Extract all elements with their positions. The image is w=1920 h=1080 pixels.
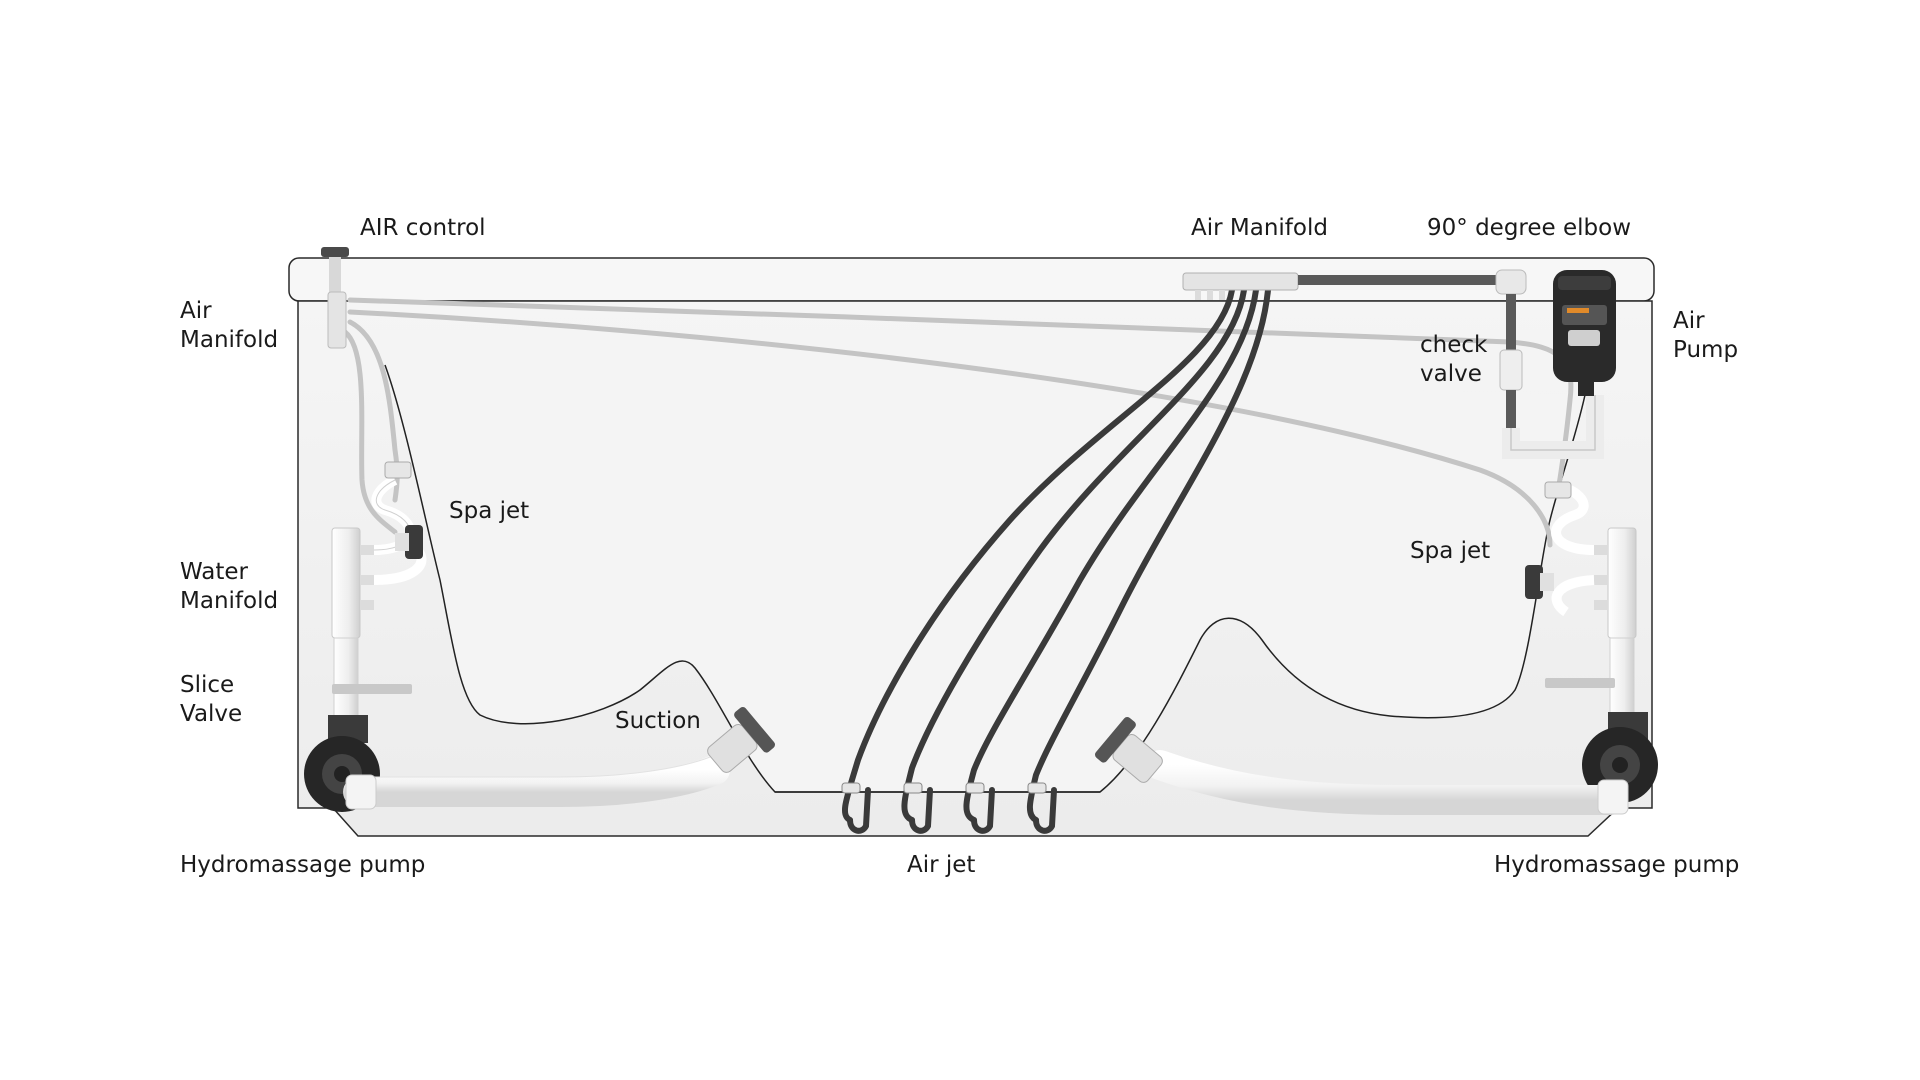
water-manifold-right-body: [1607, 527, 1637, 639]
slice-valve-left-icon: [332, 684, 412, 694]
air-jets: [841, 782, 1047, 794]
air-hose-jet-2: [901, 287, 1247, 823]
label-line: Water: [180, 559, 248, 585]
elbow-fitting: [1495, 269, 1527, 295]
water-pipe-vertical-right: [1609, 637, 1635, 719]
air-pump-icon: [1553, 270, 1616, 396]
air-jet-loop-1: [847, 787, 871, 834]
label-air-manifold-left: Air Manifold: [180, 297, 278, 355]
label-line: Air: [180, 298, 212, 324]
air-jet-icon: [841, 782, 861, 794]
air-control-knob: [321, 247, 349, 257]
air-hose-mid-long: [347, 309, 1553, 548]
air-jet-loop-3: [971, 787, 995, 834]
label-hydromassage-pump-right: Hydromassage pump: [1494, 852, 1740, 878]
suction-fitting-icon: [1095, 717, 1163, 783]
air-pipe-dark-vertical: [1506, 294, 1516, 354]
air-manifold-top-body: [1182, 272, 1299, 291]
air-pipe-dark-vertical-2: [1506, 390, 1516, 430]
label-hydromassage-pump-left: Hydromassage pump: [180, 852, 426, 878]
label-line: valve: [1420, 361, 1482, 387]
air-jet-icon: [1027, 782, 1047, 794]
label-line: Pump: [1673, 337, 1739, 363]
label-line: check: [1420, 332, 1488, 358]
label-elbow: 90° degree elbow: [1427, 215, 1632, 241]
slice-valve-right-icon: [1545, 678, 1615, 688]
air-manifold-left-body: [327, 291, 347, 349]
label-air-manifold-top: Air Manifold: [1191, 215, 1328, 241]
air-hoses-light: [342, 297, 1574, 548]
label-spa-jet-right: Spa jet: [1410, 538, 1491, 564]
air-manifold-top-port: [1207, 290, 1213, 300]
air-jet-loop-4: [1033, 787, 1057, 834]
label-slice-valve: Slice Valve: [180, 671, 242, 729]
label-line: Valve: [180, 701, 243, 727]
air-jet-icon: [903, 782, 923, 794]
air-hose-top-long: [347, 297, 1574, 493]
air-jet-icon: [965, 782, 985, 794]
check-valve-icon: [1499, 349, 1523, 391]
water-pipe-vertical-left: [333, 637, 359, 719]
label-suction: Suction: [615, 708, 701, 734]
label-air-jet: Air jet: [907, 852, 976, 878]
air-manifold-top-port: [1219, 290, 1225, 300]
air-hose-jet-1: [841, 287, 1235, 823]
spa-jet-icon: [1525, 481, 1572, 599]
air-pipe-u-bend-edge: [1510, 395, 1596, 451]
label-spa-jet-left: Spa jet: [449, 498, 530, 524]
air-pipe-dark-horizontal: [1298, 275, 1498, 285]
suction-fitting-icon: [707, 707, 775, 773]
air-hose-left-down-2: [342, 329, 398, 535]
label-line: Air: [1673, 308, 1705, 334]
label-line: Slice: [180, 672, 235, 698]
spa-jet-icon: [384, 461, 423, 559]
water-manifold-left-body: [331, 527, 361, 639]
label-check-valve: check valve: [1420, 331, 1487, 389]
air-hose-jet-3: [963, 287, 1259, 823]
label-line: Manifold: [180, 588, 279, 614]
air-jet-loop-2: [909, 787, 933, 834]
suction-pipe-left: [343, 707, 775, 810]
top-air-manifold: [1182, 269, 1604, 459]
label-water-manifold: Water Manifold: [180, 558, 278, 616]
label-air-pump: Air Pump: [1673, 307, 1738, 365]
suction-pipe-right: [1095, 717, 1629, 815]
left-water-manifold: [331, 461, 427, 719]
air-control-stem: [329, 257, 341, 292]
air-hose-left-down: [347, 319, 400, 503]
right-water-manifold: [1525, 481, 1637, 719]
label-line: Manifold: [180, 327, 279, 353]
tub-body: [288, 257, 1655, 837]
left-air-manifold: [321, 247, 349, 349]
label-air-control: AIR control: [360, 215, 486, 241]
air-manifold-top-port: [1195, 290, 1201, 300]
